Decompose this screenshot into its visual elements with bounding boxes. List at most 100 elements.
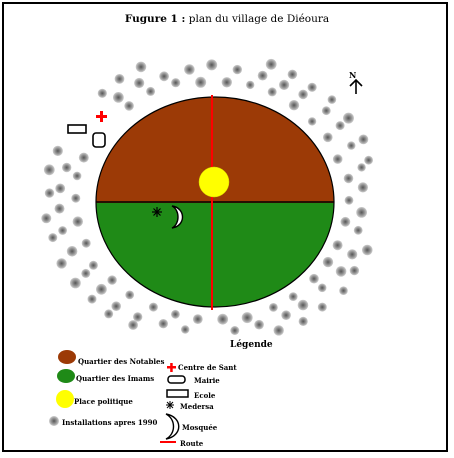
installation-hut-icon <box>232 64 242 75</box>
installation-hut-icon <box>71 193 81 203</box>
installation-hut-icon <box>257 70 268 81</box>
installation-hut-icon <box>43 164 55 176</box>
legend-asterisk-icon <box>166 401 174 409</box>
installation-hut-icon <box>287 69 298 80</box>
installation-hut-icon <box>192 314 203 324</box>
installation-hut-icon <box>41 213 52 224</box>
installation-hut-icon <box>97 88 107 98</box>
installation-hut-icon <box>158 319 168 329</box>
legend-label-mosquee: Mosquée <box>182 423 218 432</box>
installation-hut-icon <box>66 246 78 257</box>
installation-hut-icon <box>55 183 66 194</box>
installation-hut-icon <box>134 77 145 89</box>
installation-hut-icon <box>88 260 98 270</box>
ecole-icon <box>67 124 87 134</box>
installation-hut-icon <box>148 302 158 312</box>
installation-hut-icon <box>349 265 360 276</box>
installation-hut-icon <box>307 82 317 92</box>
installation-hut-icon <box>113 92 124 103</box>
installation-hut-icon <box>353 225 363 235</box>
legend-label-notables: Quartier des Notables <box>78 357 165 366</box>
installations-ring <box>41 58 373 336</box>
installation-hut-icon <box>288 292 298 301</box>
installation-hut-icon <box>124 101 134 111</box>
installation-hut-icon <box>107 275 117 285</box>
installation-hut-icon <box>44 188 55 198</box>
quartier-notables-area <box>96 97 334 203</box>
legend-label-installations: Installations apres 1990 <box>62 418 158 427</box>
installation-hut-icon <box>52 145 63 156</box>
installation-hut-icon <box>70 277 81 289</box>
installation-hut-icon <box>114 74 125 84</box>
installation-hut-icon <box>297 299 309 311</box>
installation-hut-icon <box>181 325 190 334</box>
installation-hut-icon <box>332 154 343 164</box>
medersa-icon <box>152 207 162 217</box>
installation-hut-icon <box>332 240 343 251</box>
legend-label-ecole: Ecole <box>194 391 216 400</box>
place-politique <box>198 166 230 198</box>
installation-hut-icon <box>343 173 354 184</box>
installation-hut-icon <box>358 134 369 145</box>
installation-hut-icon <box>246 80 255 90</box>
installation-hut-icon <box>335 121 345 131</box>
installation-hut-icon <box>279 79 290 90</box>
north-label: N <box>349 70 357 80</box>
installation-hut-icon <box>206 59 218 71</box>
figure-title: Fugure 1 : plan du village de Diéoura <box>124 13 330 25</box>
installation-hut-icon <box>343 112 354 124</box>
installation-hut-icon <box>269 303 278 312</box>
installation-hut-icon <box>184 64 195 75</box>
installation-hut-icon <box>267 87 277 97</box>
legend-label-medersa: Medersa <box>180 402 214 411</box>
installation-hut-icon <box>96 283 107 295</box>
installation-hut-icon <box>317 302 327 312</box>
installation-hut-icon <box>281 310 291 321</box>
legend-label-route: Route <box>180 439 204 448</box>
legend-swatch-place <box>56 390 74 408</box>
installation-hut-icon <box>298 89 308 100</box>
legend-label-centre: Centre de Sant <box>178 363 237 372</box>
installation-hut-icon <box>87 294 97 304</box>
installation-hut-icon <box>265 58 277 70</box>
installation-hut-icon <box>61 162 72 173</box>
installation-hut-icon <box>159 71 170 82</box>
legend-swatch-imams <box>57 369 75 383</box>
installation-hut-icon <box>288 100 300 111</box>
legend-label-mairie: Mairie <box>194 376 220 385</box>
installation-hut-icon <box>344 195 354 205</box>
installation-hut-icon <box>317 283 327 293</box>
installation-hut-icon <box>72 216 84 227</box>
installation-hut-icon <box>135 61 147 73</box>
installation-hut-icon <box>322 256 334 268</box>
installation-hut-icon <box>309 273 319 284</box>
installation-hut-icon <box>241 312 253 324</box>
installation-hut-icon <box>78 152 89 163</box>
installation-hut-icon <box>273 325 284 336</box>
installation-hut-icon <box>357 182 368 193</box>
installation-hut-icon <box>54 203 65 214</box>
installation-hut-icon <box>230 326 240 335</box>
installation-hut-icon <box>72 171 82 181</box>
installation-hut-icon <box>340 216 351 227</box>
installation-hut-icon <box>111 301 121 312</box>
installation-hut-icon <box>56 258 67 269</box>
installation-hut-icon <box>335 266 347 277</box>
mosquee-icon <box>171 205 184 229</box>
north-arrow <box>349 78 363 94</box>
installation-hut-icon <box>171 309 180 319</box>
installation-hut-icon <box>357 163 366 172</box>
installation-hut-icon <box>171 78 181 88</box>
installation-hut-icon <box>364 155 373 165</box>
installation-hut-icon <box>195 76 207 88</box>
installation-hut-icon <box>323 132 333 143</box>
legend-swatch-notables <box>58 350 76 364</box>
installation-hut-icon <box>339 286 348 296</box>
installation-hut-icon <box>362 244 373 256</box>
installation-hut-icon <box>356 207 367 218</box>
legend-crescent-icon <box>165 413 180 440</box>
figure-frame <box>2 2 448 452</box>
installation-hut-icon <box>307 117 317 126</box>
installation-hut-icon <box>321 106 331 116</box>
